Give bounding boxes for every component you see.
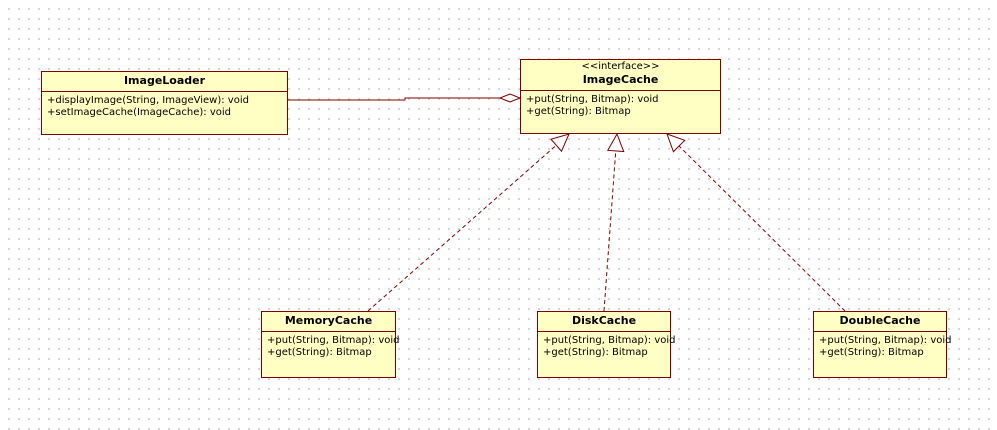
class-name: ImageLoader [123, 74, 206, 87]
method: +displayImage(String, ImageView): void [47, 95, 249, 106]
method: +get(String): Bitmap [267, 347, 372, 358]
class-methods: +displayImage(String, ImageView): void +… [42, 92, 287, 122]
method: +setImageCache(ImageCache): void [47, 107, 232, 118]
class-methods: +put(String, Bitmap): void +get(String):… [521, 91, 720, 121]
class-header: ImageLoader [42, 72, 287, 92]
class-header: <<interface>> ImageCache [521, 60, 720, 91]
class-name: MemoryCache [284, 314, 373, 327]
class-double-cache[interactable]: DoubleCache +put(String, Bitmap): void +… [813, 311, 952, 378]
class-name: ImageCache [582, 73, 659, 86]
realization-line-disk-cache [603, 150, 617, 312]
method: +get(String): Bitmap [526, 106, 631, 117]
class-header: DoubleCache [814, 312, 946, 332]
class-stereotype: <<interface>> [581, 61, 660, 72]
method: +get(String): Bitmap [819, 347, 924, 358]
realization-arrowhead-double-cache [666, 133, 686, 153]
class-disk-cache[interactable]: DiskCache +put(String, Bitmap): void +ge… [537, 311, 676, 378]
method: +get(String): Bitmap [543, 347, 648, 358]
method: +put(String, Bitmap): void [543, 335, 676, 346]
method: +put(String, Bitmap): void [526, 94, 659, 105]
class-name: DiskCache [571, 314, 637, 327]
method: +put(String, Bitmap): void [819, 335, 952, 346]
class-memory-cache[interactable]: MemoryCache +put(String, Bitmap): void +… [261, 311, 400, 378]
realization-line-memory-cache [367, 144, 557, 312]
realization-line-double-cache [678, 145, 846, 312]
method: +put(String, Bitmap): void [267, 335, 400, 346]
aggregation-line [288, 97, 500, 101]
class-methods: +put(String, Bitmap): void +get(String):… [262, 332, 400, 362]
class-methods: +put(String, Bitmap): void +get(String):… [538, 332, 676, 362]
realization-arrowhead-memory-cache [550, 133, 570, 153]
class-header: DiskCache [538, 312, 670, 332]
realization-arrowhead-disk-cache [606, 132, 625, 153]
class-header: MemoryCache [262, 312, 395, 332]
class-image-loader[interactable]: ImageLoader +displayImage(String, ImageV… [41, 71, 288, 135]
class-image-cache[interactable]: <<interface>> ImageCache +put(String, Bi… [520, 59, 721, 134]
class-methods: +put(String, Bitmap): void +get(String):… [814, 332, 952, 362]
class-name: DoubleCache [839, 314, 921, 327]
aggregation-diamond [498, 93, 522, 103]
